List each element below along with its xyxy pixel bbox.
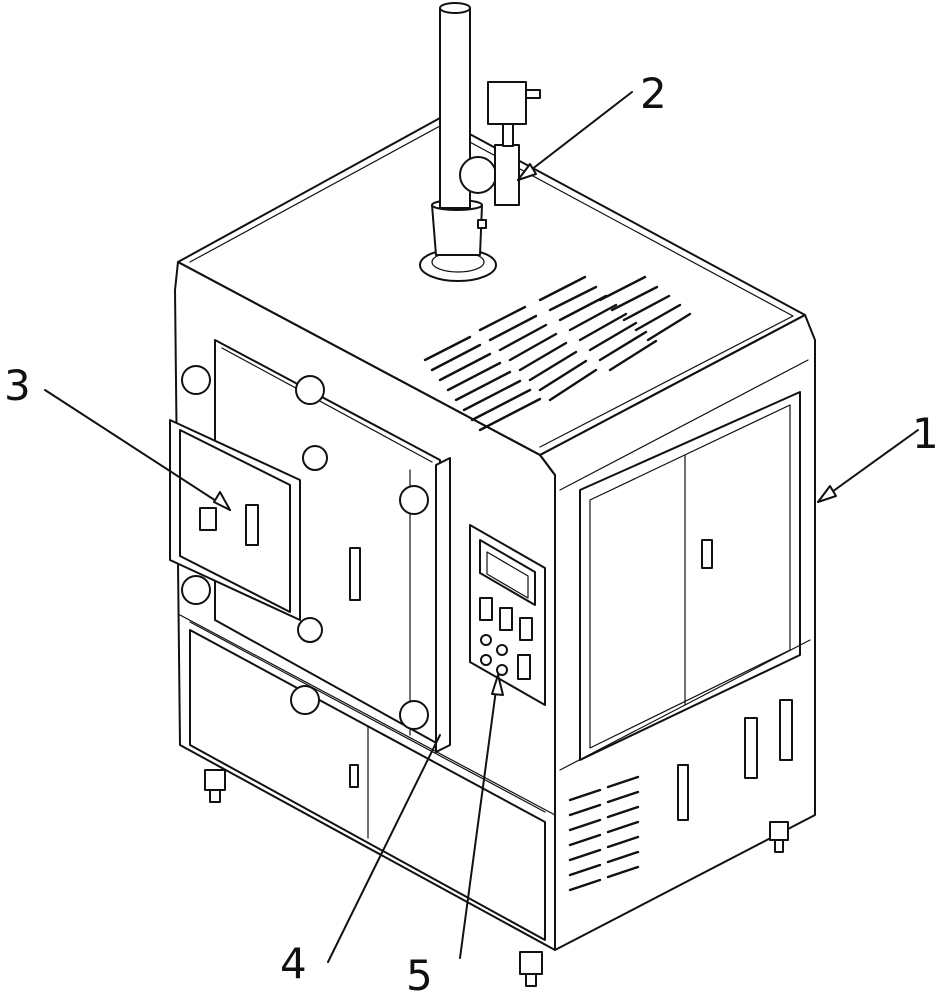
callout-1: 1 (912, 409, 939, 458)
furnace-door (169, 339, 441, 746)
door-seal-strip (435, 457, 451, 753)
top-vent-slots (423, 275, 692, 432)
callout-3: 3 (4, 361, 31, 410)
door-clamps (181, 365, 429, 730)
exhaust-pipe-assembly (419, 2, 541, 282)
side-access-doors (579, 391, 801, 761)
callout-5: 5 (406, 951, 433, 1000)
door-frame-bar (169, 419, 301, 621)
side-vent-grille (568, 699, 793, 892)
callout-4: 4 (280, 939, 307, 988)
leveling-feet (204, 769, 789, 987)
callout-leaders (44, 91, 919, 963)
control-panel (469, 524, 546, 706)
cabinet-side (539, 314, 816, 951)
callout-2: 2 (640, 69, 667, 118)
